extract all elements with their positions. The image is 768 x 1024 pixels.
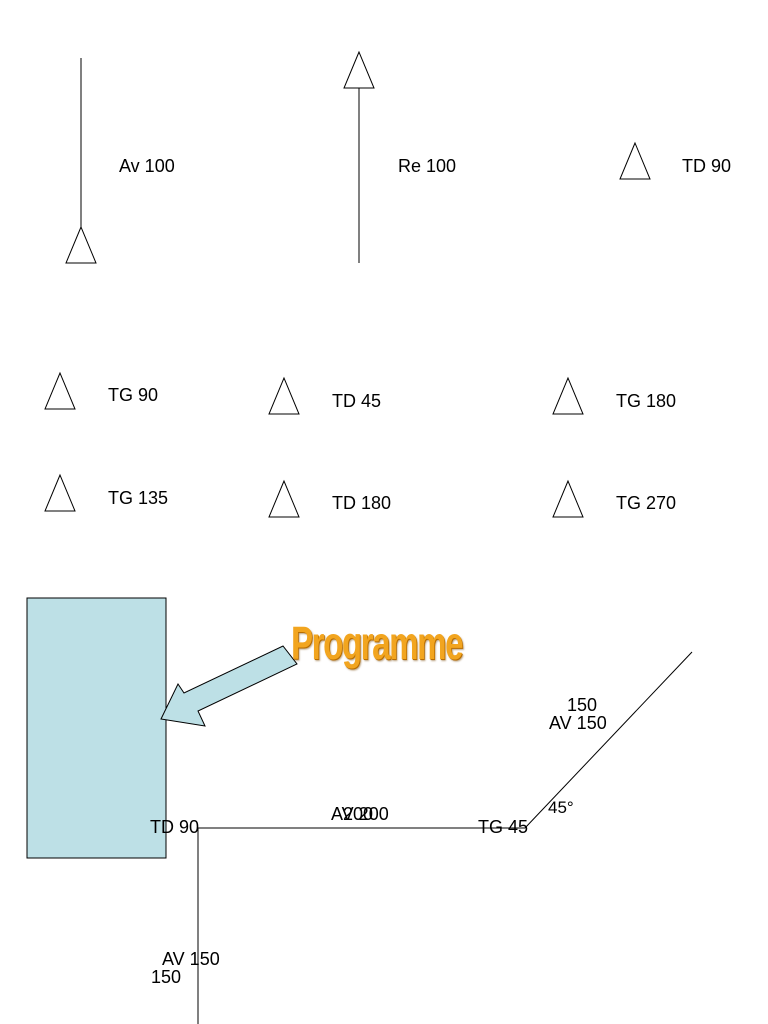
td180-label: TD 180	[332, 493, 392, 513]
path-angle-label: 45°	[548, 798, 574, 817]
path-200-label: 200	[343, 804, 374, 824]
path-150-top-label: 150	[567, 695, 598, 715]
tg270-label: TG 270	[616, 493, 677, 513]
programme-title: Programme	[291, 617, 464, 669]
tg135-label: TG 135	[108, 488, 169, 508]
path-150-bottom-label: 150	[151, 967, 182, 987]
tg90-label: TG 90	[108, 385, 159, 405]
program-box	[26, 597, 167, 859]
tg135-turtle-triangle	[44, 473, 76, 512]
tg270-turtle-triangle	[552, 479, 584, 518]
path-av150-top-label: AV 150	[549, 713, 607, 733]
path-diagonal-line	[524, 651, 693, 829]
re100-turtle-triangle	[343, 50, 375, 89]
tg90-turtle-triangle	[44, 371, 76, 410]
path-td90-label: TD 90	[150, 817, 200, 837]
td90-label: TD 90	[682, 156, 732, 176]
path-av200-label: AV 200	[331, 804, 389, 824]
av100-turtle-triangle	[65, 225, 97, 264]
td45-turtle-triangle	[268, 376, 300, 415]
td180-turtle-triangle	[268, 479, 300, 518]
program-arrow	[160, 645, 298, 727]
td45-label: TD 45	[332, 391, 382, 411]
tg180-label: TG 180	[616, 391, 677, 411]
tg180-turtle-triangle	[552, 376, 584, 415]
path-av150-bottom-label: AV 150	[162, 949, 220, 969]
path-tg45-label: TG 45	[478, 817, 529, 837]
td90-turtle-triangle	[619, 141, 651, 180]
av100-label: Av 100	[119, 156, 175, 176]
re100-label: Re 100	[398, 156, 457, 176]
